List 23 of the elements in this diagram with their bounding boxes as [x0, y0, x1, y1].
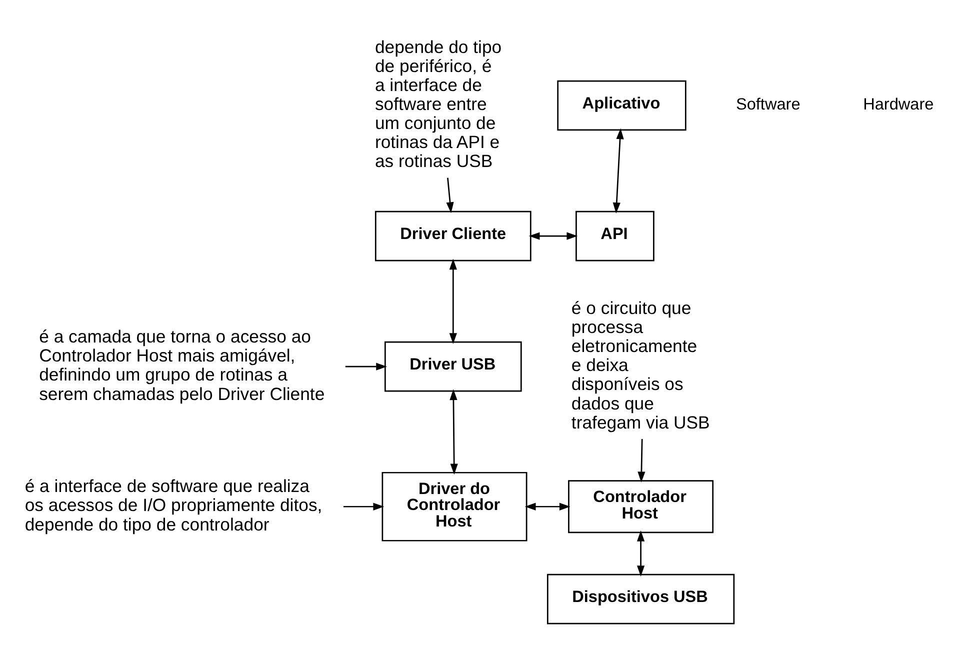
- node-box: Driver USB: [384, 341, 522, 392]
- arrow: [528, 232, 578, 240]
- node-box: API: [576, 210, 654, 262]
- label: Hardware: [863, 96, 934, 114]
- label: Software: [736, 96, 800, 114]
- arrow: [638, 439, 646, 483]
- node-box: Driver Cliente: [374, 210, 532, 262]
- node-box: Aplicativo: [557, 80, 686, 131]
- arrow: [450, 389, 458, 475]
- arrow: [446, 178, 454, 214]
- node-text: é a camada que torna o acesso ao Controlador Host mais amigável, definindo um grupo de rotinas a serem chamadas pelo Driver Cliente: [39, 326, 325, 404]
- arrow: [636, 530, 645, 577]
- node-box: Controlador Host: [568, 480, 714, 534]
- arrow: [612, 128, 624, 214]
- arrow: [449, 258, 457, 344]
- node-box: Dispositivos USB: [546, 574, 735, 624]
- node-text: é a interface de software que realiza os acessos de I/O propriamente ditos, depende do tipo de controlador: [24, 476, 322, 534]
- node-text: depende do tipo de periférico, é a interface de software entre um conjunto de rotinas da API e as rotinas USB: [374, 37, 502, 172]
- arrow: [345, 362, 388, 370]
- node-box: Driver do Controlador Host: [382, 472, 528, 542]
- arrow: [343, 502, 384, 510]
- arrow: [524, 502, 570, 510]
- node-text: é o circuito que processa eletronicamente e deixa disponíveis os dados que trafegam via USB: [571, 298, 710, 432]
